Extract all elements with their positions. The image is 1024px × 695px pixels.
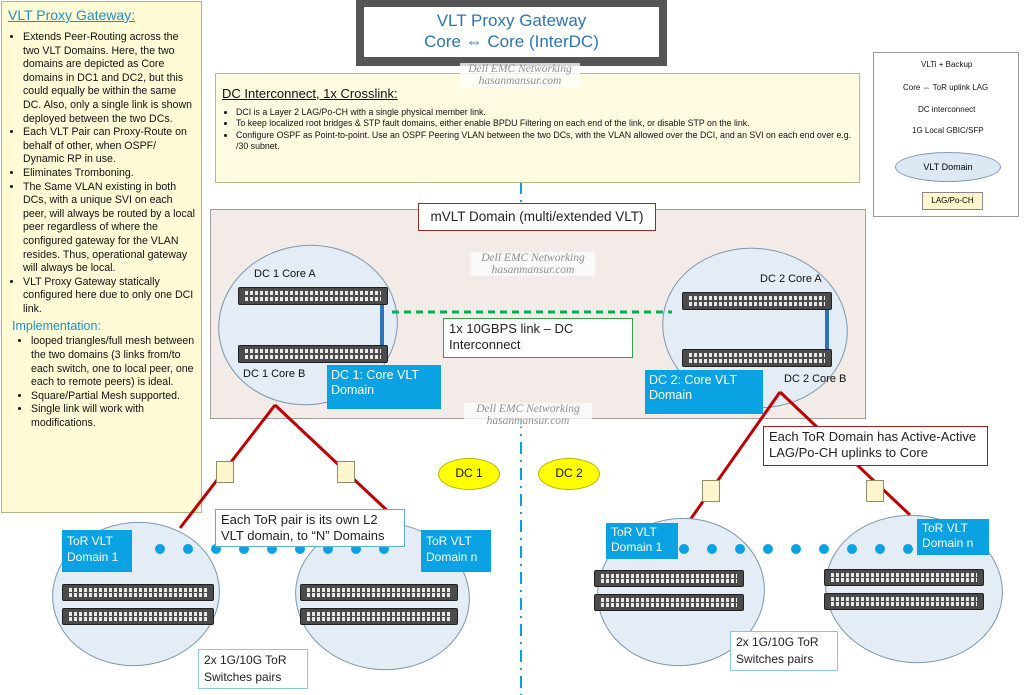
uplink-lag-pocket <box>216 461 234 483</box>
left-tor-pairs-label: 2x 1G/10G ToR Switches pairs <box>198 649 308 689</box>
right-tor-domain-1-label: ToR VLT Domain 1 <box>606 523 678 559</box>
tor-pair-callout: Each ToR pair is its own L2 VLT domain, … <box>215 509 405 547</box>
watermark-line-1: Dell EMC Networking <box>481 252 585 264</box>
dci-item: DCI is a Layer 2 LAG/Po-CH with a single… <box>236 107 853 118</box>
dci-title: DC Interconnect, 1x Crosslink: <box>222 86 398 101</box>
continuation-dot <box>707 544 717 554</box>
continuation-dot <box>875 544 885 554</box>
continuation-dot <box>847 544 857 554</box>
implementation-item: Single link will work with modifications… <box>31 403 195 430</box>
watermark: Dell EMC Networking hasanmansur.com <box>471 252 595 276</box>
tor-switch[interactable] <box>594 594 744 611</box>
dc-interconnect-box: DC Interconnect, 1x Crosslink: DCI is a … <box>215 73 860 183</box>
tor-switch[interactable] <box>300 584 458 601</box>
dc1-core-b-label: DC 1 Core B <box>243 368 306 380</box>
dc2-core-a-switch[interactable] <box>682 292 832 310</box>
panel-title: VLT Proxy Gateway: <box>8 7 136 23</box>
feature-item: Eliminates Tromboning. <box>23 167 195 181</box>
mvlt-domain-label: mVLT Domain (multi/extended VLT) <box>418 203 656 231</box>
dc2-core-domain-label: DC 2: Core VLT Domain <box>645 370 763 414</box>
tor-switch[interactable] <box>824 593 984 610</box>
dci-item: To keep localized root bridges & STP fau… <box>236 118 853 129</box>
dc2-core-a-label: DC 2 Core A <box>760 273 822 285</box>
continuation-dot <box>903 544 913 554</box>
feature-item: Each VLT Pair can Proxy-Route on behalf … <box>23 126 195 167</box>
continuation-dot <box>791 544 801 554</box>
legend-label-uplink: Core ⇔ ToR uplink LAG <box>902 83 990 92</box>
tor-uplink-callout: Each ToR Domain has Active-Active LAG/Po… <box>763 426 988 466</box>
implementation-item: looped triangles/full mesh between the t… <box>31 335 195 389</box>
dc1-marker: DC 1 <box>438 458 500 490</box>
watermark-line-2: hasanmansur.com <box>486 415 570 427</box>
dc1-core-domain-label: DC 1: Core VLT Domain <box>327 365 441 409</box>
watermark: Dell EMC Networking hasanmansur.com <box>460 63 580 87</box>
info-panel: VLT Proxy Gateway: Extends Peer-Routing … <box>1 1 202 513</box>
continuation-dot <box>183 544 193 554</box>
dc2-core-b-label: DC 2 Core B <box>784 373 847 385</box>
dci-link-label: 1x 10GBPS link – DC Interconnect <box>443 318 633 358</box>
feature-item: VLT Proxy Gateway statically configured … <box>23 276 195 317</box>
feature-item: The Same VLAN existing in both DCs, with… <box>23 181 195 276</box>
left-tor-domain-n-label: ToR VLT Domain n <box>421 530 491 572</box>
legend-label-dci: DC interconnect <box>917 105 977 114</box>
legend-lag: LAG/Po-CH <box>922 192 983 210</box>
feature-list: Extends Peer-Routing across the two VLT … <box>8 31 195 316</box>
dc1-core-b-switch[interactable] <box>238 345 388 363</box>
implementation-list: looped triangles/full mesh between the t… <box>8 335 195 430</box>
tor-switch[interactable] <box>300 608 458 625</box>
tor-switch[interactable] <box>62 608 214 625</box>
legend-vlt-domain: VLT Domain <box>895 152 1001 182</box>
legend-label-vlti: VLTi + Backup <box>920 60 974 69</box>
right-tor-domain-n-label: ToR VLT Domain n <box>917 519 989 555</box>
implementation-item: Square/Partial Mesh supported. <box>31 390 195 404</box>
uplink-lag-pocket <box>702 480 720 502</box>
left-tor-domain-1-label: ToR VLT Domain 1 <box>62 530 132 572</box>
watermark-line-1: Dell EMC Networking <box>476 403 580 415</box>
continuation-dot <box>155 544 165 554</box>
tor-switch[interactable] <box>824 569 984 586</box>
right-tor-pairs-label: 2x 1G/10G ToR Switches pairs <box>730 631 838 671</box>
watermark-line-1: Dell EMC Networking <box>468 63 572 75</box>
legend-label-gbic: 1G Local GBIC/SFP <box>911 126 985 135</box>
implementation-title: Implementation: <box>12 319 101 334</box>
title-line-1: VLT Proxy Gateway <box>436 11 587 30</box>
continuation-dot <box>763 544 773 554</box>
watermark-line-2: hasanmansur.com <box>478 75 562 87</box>
continuation-dot <box>679 544 689 554</box>
tor-switch[interactable] <box>594 570 744 587</box>
diagram-title: VLT Proxy Gateway Core ⇔ Core (InterDC) <box>364 7 659 57</box>
dc2-core-b-switch[interactable] <box>682 349 832 367</box>
uplink-lag-pocket <box>866 480 884 502</box>
title-line-2: Core ⇔ Core (InterDC) <box>424 32 599 51</box>
uplink-lag-pocket <box>337 461 355 483</box>
dc1-core-a-label: DC 1 Core A <box>254 268 316 280</box>
feature-item: Extends Peer-Routing across the two VLT … <box>23 31 195 126</box>
continuation-dot <box>735 544 745 554</box>
tor-switch[interactable] <box>62 584 214 601</box>
dci-item: Configure OSPF as Point-to-point. Use an… <box>236 130 853 153</box>
watermark: Dell EMC Networking hasanmansur.com <box>464 403 592 427</box>
dc1-core-a-switch[interactable] <box>238 287 388 305</box>
dci-list: DCI is a Layer 2 LAG/Po-CH with a single… <box>222 107 853 153</box>
watermark-line-2: hasanmansur.com <box>491 264 575 276</box>
continuation-dot <box>819 544 829 554</box>
dc2-marker: DC 2 <box>538 458 600 490</box>
